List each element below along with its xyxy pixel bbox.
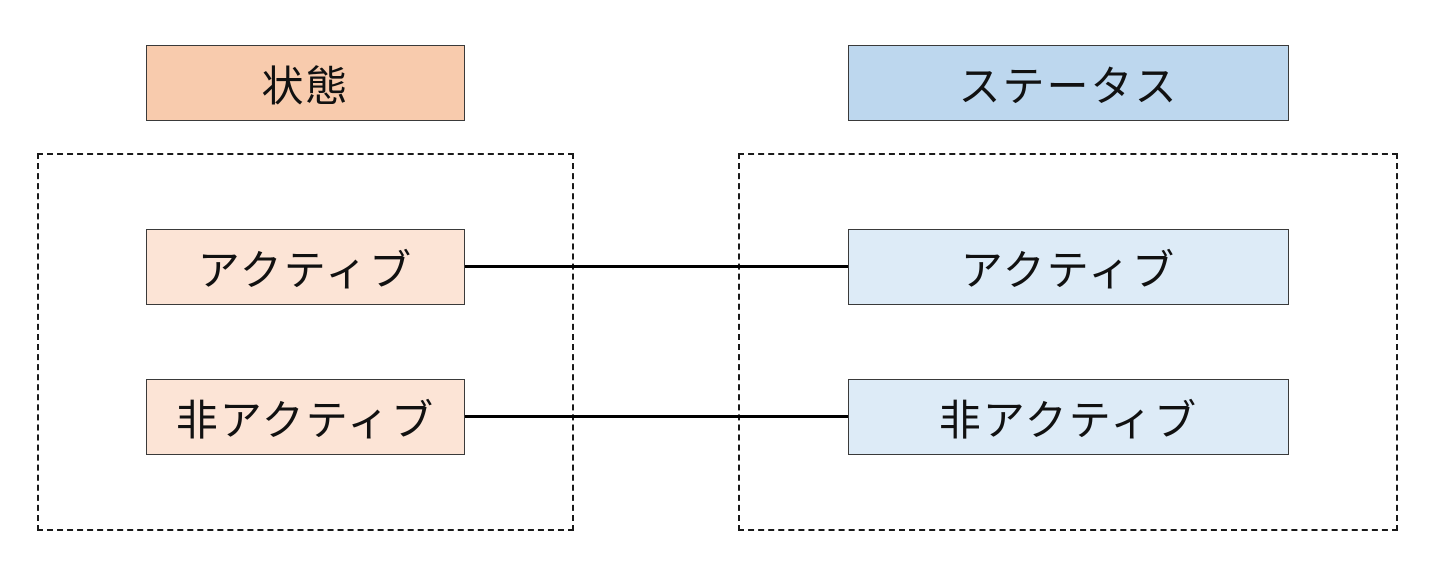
right-header-box: ステータス	[848, 45, 1289, 121]
right-item-active-label: アクティブ	[960, 245, 1177, 295]
right-item-inactive: 非アクティブ	[848, 379, 1289, 455]
left-group	[37, 153, 574, 531]
left-header-box: 状態	[146, 45, 465, 121]
left-item-inactive: 非アクティブ	[146, 379, 465, 455]
left-item-active-label: アクティブ	[197, 245, 414, 295]
left-item-active: アクティブ	[146, 229, 465, 305]
connector-inactive	[465, 415, 849, 418]
connector-active	[465, 265, 849, 268]
right-item-inactive-label: 非アクティブ	[938, 395, 1199, 445]
right-item-active: アクティブ	[848, 229, 1289, 305]
left-item-inactive-label: 非アクティブ	[175, 395, 436, 445]
right-group	[738, 153, 1398, 531]
right-header-label: ステータス	[958, 61, 1179, 111]
left-header-label: 状態	[261, 61, 350, 111]
